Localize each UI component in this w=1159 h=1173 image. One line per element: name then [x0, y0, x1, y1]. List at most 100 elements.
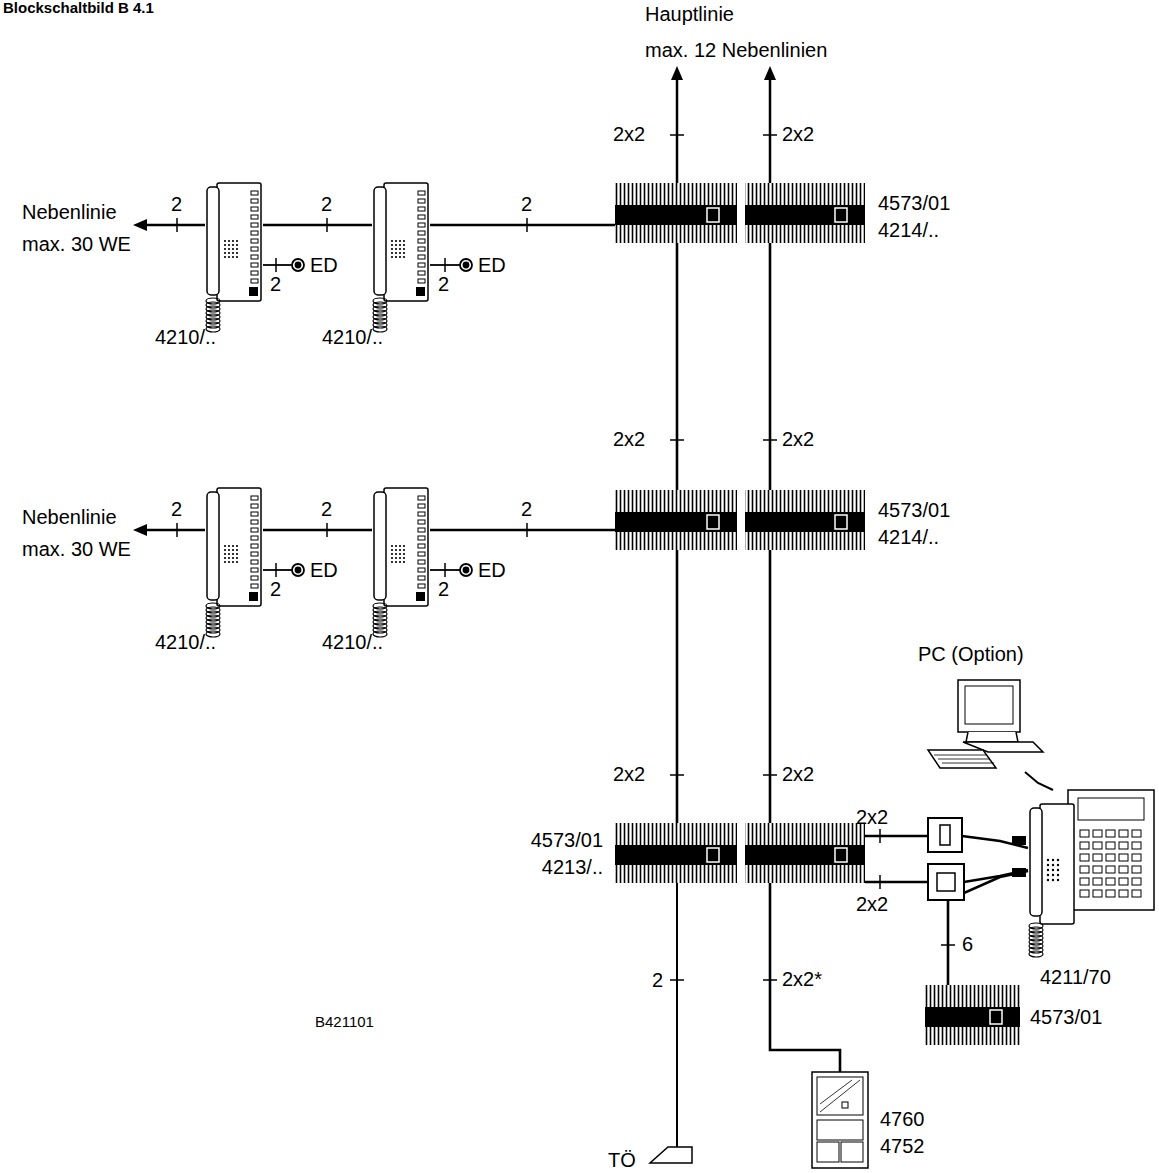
wire-count: 2 [321, 192, 332, 216]
wire-count: 2x2* [782, 967, 822, 991]
branch-line [145, 224, 205, 227]
unit2-symbol [615, 823, 865, 883]
pc-computer: PC (Option) [928, 680, 1043, 775]
part-number: 4214/.. [878, 525, 939, 549]
wire-count: 2x2 [856, 892, 888, 916]
diagram-label: 2 [270, 272, 281, 296]
diagram-label: 2x2 [613, 122, 645, 146]
diagram-label: B421101 [315, 1010, 374, 1034]
control-unit-pair: 4573/014214/.. [615, 490, 865, 550]
wire-count: 6 [962, 932, 973, 956]
door-station: 47604752 [812, 1072, 868, 1168]
diagram-label: TÖ [608, 1148, 636, 1172]
handset-symbol [372, 488, 430, 638]
pc-symbol [928, 680, 1043, 775]
diagram-title: Blockschaltbild B 4.1 [3, 0, 154, 17]
diagram-label: max. 12 Nebenlinien [645, 38, 827, 62]
concierge-station: 4211/70 [1028, 790, 1154, 958]
diagram-label: 2x2 [782, 122, 814, 146]
data-cable [1025, 772, 1053, 790]
bus-line [676, 550, 679, 823]
wire-count: 2x2 [613, 427, 645, 451]
door-symbol [812, 1072, 868, 1168]
diagram-label: ED [478, 558, 506, 582]
bus-line [769, 550, 772, 823]
part-number: 4210/.. [322, 630, 383, 654]
part-number: 4573/01 [878, 498, 950, 522]
part-number: PC (Option) [918, 642, 1024, 666]
diagram-label: 2 [171, 497, 182, 521]
handset-symbol [205, 183, 263, 333]
diagram-label: Hauptlinie [645, 2, 734, 26]
part-number: 4210/.. [322, 325, 383, 349]
arrow-head [671, 66, 683, 80]
diagram-label: Nebenlinie [22, 505, 117, 529]
bus-line [769, 243, 772, 490]
control-unit-pair: 4573/014213/.. [615, 823, 865, 883]
indoor-handset: 4210/.. [205, 488, 263, 638]
arrow-head [764, 66, 776, 80]
socket-slot [937, 873, 955, 891]
diagram-label: max. 30 WE [22, 232, 131, 256]
arrow-head [133, 524, 147, 536]
control-unit-pair: 4573/014214/.. [615, 183, 865, 243]
part-number: 4760 [880, 1107, 925, 1131]
indoor-handset: 4210/.. [372, 183, 430, 333]
unit2-symbol [615, 490, 865, 550]
diagram-label: ED [478, 253, 506, 277]
station-symbol [1028, 790, 1154, 958]
wire-count-ticks [177, 135, 955, 980]
bus-line [263, 224, 372, 227]
wire-count: 2 [521, 192, 532, 216]
part-number: 4573/01 [1030, 1005, 1102, 1029]
diagram-label: ED [310, 253, 338, 277]
arrow-head [133, 219, 147, 231]
part-number: 4752 [880, 1134, 925, 1158]
socket [928, 864, 964, 900]
part-number: 4210/.. [155, 325, 216, 349]
main-line [769, 78, 772, 183]
socket-slot [940, 825, 950, 845]
handset-symbol [205, 488, 263, 638]
indoor-handset: 4210/.. [205, 183, 263, 333]
diagram-label: 2 [652, 968, 663, 992]
part-number: 4214/.. [878, 218, 939, 242]
wire-count: 2 [521, 497, 532, 521]
bus-line [770, 883, 840, 1072]
diagram-label: 2 [438, 272, 449, 296]
wire-count: 2x2 [613, 762, 645, 786]
wire-count: 2 [321, 497, 332, 521]
plug [1012, 868, 1026, 877]
diagram-label: 2 [171, 192, 182, 216]
diagram-label: ED [310, 558, 338, 582]
wire-count: 2x2 [782, 427, 814, 451]
door-opener-symbol [650, 1147, 692, 1163]
socket [928, 818, 962, 852]
part-number: 4211/70 [1040, 965, 1111, 989]
diagram-label: 2 [270, 577, 281, 601]
main-line [676, 78, 679, 183]
branch-line [145, 529, 205, 532]
indoor-handset: 4210/.. [372, 488, 430, 638]
door-opener-wire [676, 883, 678, 1147]
bus-line [430, 224, 615, 227]
wire-count: 2x2 [782, 762, 814, 786]
door-bell-wires [263, 259, 472, 576]
unit2-symbol [615, 183, 865, 243]
diagram-label: max. 30 WE [22, 537, 131, 561]
part-number: 4573/01 [505, 828, 603, 852]
bus-line [430, 529, 615, 532]
power-supply: 4573/01 [925, 985, 1020, 1047]
part-number: 4573/01 [878, 191, 950, 215]
diagram-label: Nebenlinie [22, 200, 117, 224]
unit1-symbol [925, 985, 1020, 1047]
bus-line [676, 243, 679, 490]
plug [1012, 836, 1026, 845]
diagram-label: 2 [438, 577, 449, 601]
handset-symbol [372, 183, 430, 333]
part-number: 4210/.. [155, 630, 216, 654]
wire-count: 2x2 [856, 805, 888, 829]
part-number: 4213/.. [505, 855, 603, 879]
bus-line [263, 529, 372, 532]
